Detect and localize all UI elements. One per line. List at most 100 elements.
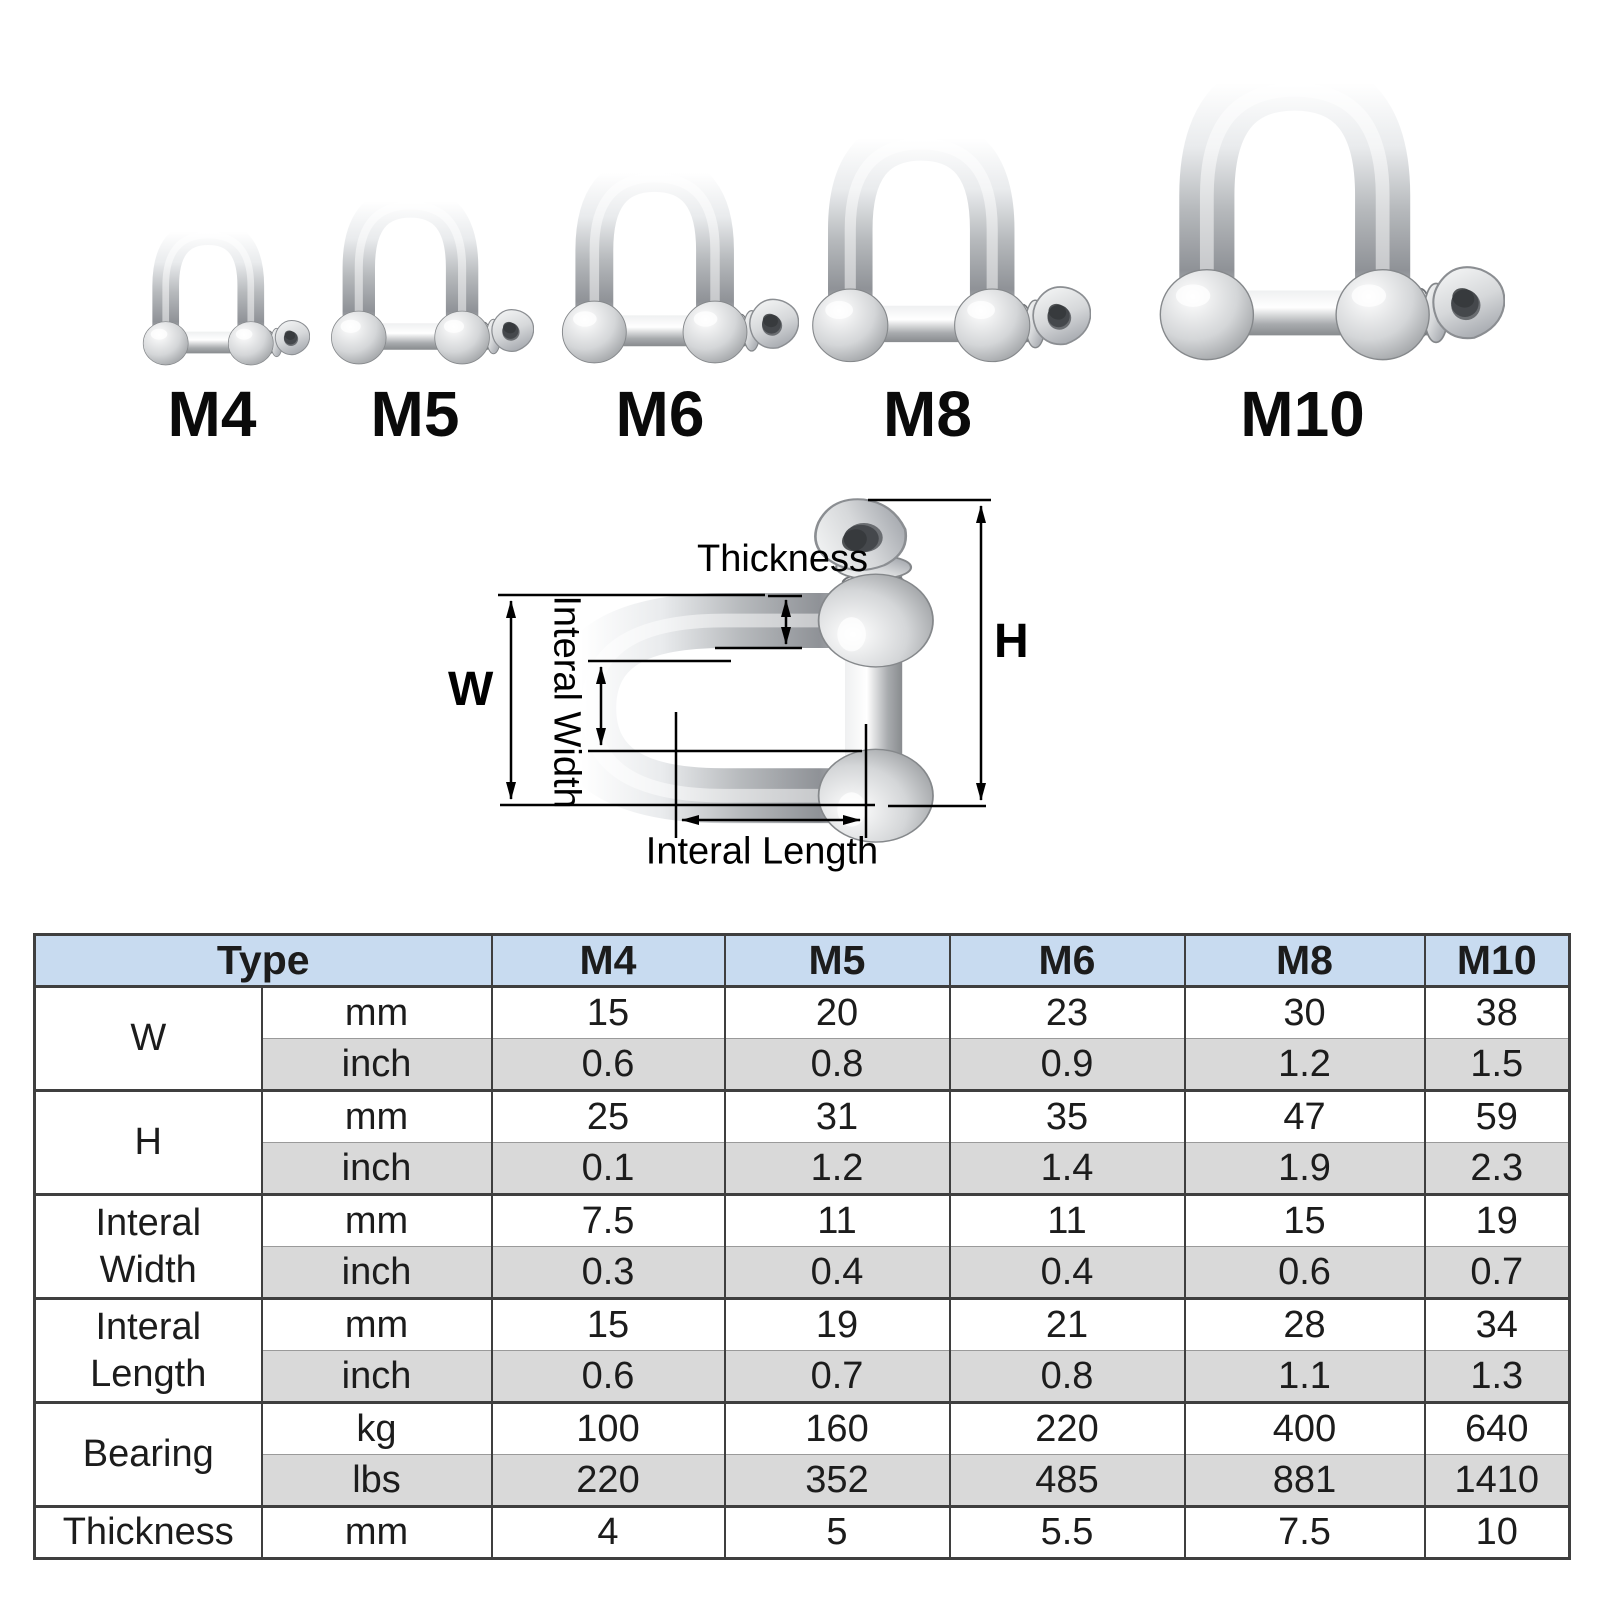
value-h-mm-m5: 31 [723, 1089, 951, 1143]
value-bearing-lbs-m10: 1410 [1423, 1454, 1571, 1507]
value-interal-width-inch-m10: 0.7 [1423, 1246, 1571, 1299]
product-photo-m6 [521, 142, 799, 370]
unit-cell-thickness-mm: mm [260, 1505, 493, 1559]
unit-cell-interal-length-inch: inch [260, 1350, 493, 1403]
value-interal-width-inch-m6: 0.4 [948, 1246, 1186, 1299]
row-label-bearing: Bearing [33, 1401, 263, 1507]
value-h-inch-m4: 0.1 [490, 1142, 726, 1195]
value-interal-length-inch-m6: 0.8 [948, 1350, 1186, 1403]
value-w-inch-m6: 0.9 [948, 1038, 1186, 1091]
row-label-w: W [33, 985, 263, 1091]
value-w-inch-m8: 1.2 [1183, 1038, 1426, 1091]
thickness-dimension-label: Thickness [697, 538, 869, 580]
value-bearing-kg-m6: 220 [948, 1401, 1186, 1455]
col-header-m5: M5 [723, 933, 951, 988]
unit-cell-w-inch: inch [260, 1038, 493, 1091]
product-photo-m5 [296, 175, 534, 370]
unit-cell-w-mm: mm [260, 985, 493, 1039]
value-bearing-lbs-m4: 220 [490, 1454, 726, 1507]
col-header-m10: M10 [1423, 933, 1571, 988]
value-bearing-lbs-m5: 352 [723, 1454, 951, 1507]
value-w-mm-m4: 15 [490, 985, 726, 1039]
value-interal-length-mm-m6: 21 [948, 1297, 1186, 1351]
value-interal-width-inch-m8: 0.6 [1183, 1246, 1426, 1299]
value-thickness-mm-m4: 4 [490, 1505, 726, 1559]
product-photo-m4 [114, 210, 310, 370]
value-h-inch-m10: 2.3 [1423, 1142, 1571, 1195]
value-bearing-kg-m5: 160 [723, 1401, 951, 1455]
value-interal-length-mm-m8: 28 [1183, 1297, 1426, 1351]
h-dimension-label: H [994, 615, 1029, 668]
unit-cell-h-mm: mm [260, 1089, 493, 1143]
value-interal-length-mm-m5: 19 [723, 1297, 951, 1351]
value-interal-length-inch-m4: 0.6 [490, 1350, 726, 1403]
unit-cell-interal-width-mm: mm [260, 1193, 493, 1247]
value-w-mm-m10: 38 [1423, 985, 1571, 1039]
value-bearing-lbs-m8: 881 [1183, 1454, 1426, 1507]
value-h-inch-m5: 1.2 [723, 1142, 951, 1195]
unit-cell-bearing-lbs: lbs [260, 1454, 493, 1507]
size-label-m10: M10 [1240, 378, 1365, 450]
unit-cell-bearing-kg: kg [260, 1401, 493, 1455]
value-interal-width-mm-m10: 19 [1423, 1193, 1571, 1247]
value-w-mm-m6: 23 [948, 985, 1186, 1039]
value-bearing-lbs-m6: 485 [948, 1454, 1186, 1507]
col-header-m4: M4 [490, 933, 726, 988]
value-w-inch-m4: 0.6 [490, 1038, 726, 1091]
value-h-mm-m6: 35 [948, 1089, 1186, 1143]
value-h-mm-m10: 59 [1423, 1089, 1571, 1143]
interal-length-dimension-label: Interal Length [645, 830, 879, 873]
value-thickness-mm-m10: 10 [1423, 1505, 1571, 1559]
value-bearing-kg-m8: 400 [1183, 1401, 1426, 1455]
value-interal-length-mm-m10: 34 [1423, 1297, 1571, 1351]
value-w-mm-m8: 30 [1183, 985, 1426, 1039]
col-header-m6: M6 [948, 933, 1186, 988]
unit-cell-interal-width-inch: inch [260, 1246, 493, 1299]
value-thickness-mm-m6: 5.5 [948, 1505, 1186, 1559]
size-label-m8: M8 [883, 378, 972, 450]
unit-cell-h-inch: inch [260, 1142, 493, 1195]
value-interal-width-mm-m8: 15 [1183, 1193, 1426, 1247]
value-interal-width-inch-m5: 0.4 [723, 1246, 951, 1299]
value-interal-width-inch-m4: 0.3 [490, 1246, 726, 1299]
value-interal-length-inch-m5: 0.7 [723, 1350, 951, 1403]
col-header-m8: M8 [1183, 933, 1426, 988]
value-interal-length-inch-m10: 1.3 [1423, 1350, 1571, 1403]
row-label-h: H [33, 1089, 263, 1195]
value-interal-width-mm-m6: 11 [948, 1193, 1186, 1247]
value-w-mm-m5: 20 [723, 985, 951, 1039]
w-dimension-label: W [448, 663, 494, 716]
col-header-type: Type [33, 933, 493, 988]
product-photo-m8 [764, 102, 1091, 370]
value-interal-width-mm-m5: 11 [723, 1193, 951, 1247]
row-label-thickness: Thickness [33, 1505, 263, 1559]
product-photo-m10 [1100, 38, 1505, 370]
value-thickness-mm-m8: 7.5 [1183, 1505, 1426, 1559]
value-w-inch-m5: 0.8 [723, 1038, 951, 1091]
value-interal-width-mm-m4: 7.5 [490, 1193, 726, 1247]
interal-width-dimension-label: Interal Width [545, 595, 588, 809]
value-w-inch-m10: 1.5 [1423, 1038, 1571, 1091]
value-h-inch-m6: 1.4 [948, 1142, 1186, 1195]
value-interal-length-mm-m4: 15 [490, 1297, 726, 1351]
value-bearing-kg-m4: 100 [490, 1401, 726, 1455]
unit-cell-interal-length-mm: mm [260, 1297, 493, 1351]
value-h-mm-m8: 47 [1183, 1089, 1426, 1143]
value-interal-length-inch-m8: 1.1 [1183, 1350, 1426, 1403]
value-bearing-kg-m10: 640 [1423, 1401, 1571, 1455]
size-label-m5: M5 [370, 378, 460, 450]
